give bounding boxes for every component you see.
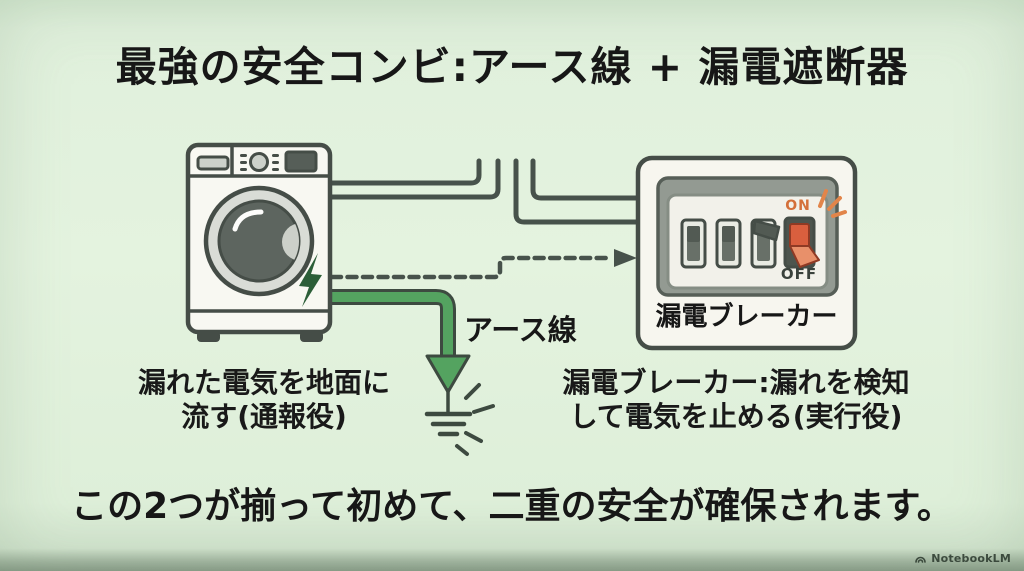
summary-text: この2つが揃って初めて、二重の安全が確保されます。 xyxy=(71,486,953,527)
tripped-breaker-switch xyxy=(783,216,820,269)
control-knob xyxy=(249,152,269,172)
down-arrow-icon xyxy=(425,354,471,394)
earth-wire xyxy=(330,289,471,394)
leak-detection-dashed-arrow xyxy=(329,249,637,280)
ground-symbol xyxy=(424,388,473,437)
caption-line-2: して電気を止める(実行役) xyxy=(569,400,903,434)
breaker-switch-2 xyxy=(715,218,742,269)
notebooklm-watermark: NotebookLM xyxy=(914,552,1011,565)
caption-line-1: 漏れた電気を地面に xyxy=(137,366,390,399)
page-title: 最強の安全コンビ:アース線 + 漏電遮断器 xyxy=(115,43,909,91)
notebooklm-icon xyxy=(915,556,927,563)
power-wires xyxy=(327,158,643,225)
switch-on-label: ON xyxy=(785,198,811,214)
detergent-drawer xyxy=(196,155,230,171)
breaker-panel-illustration xyxy=(635,155,858,351)
trip-spark-icon xyxy=(818,189,847,218)
leak-lightning-icon xyxy=(299,253,322,307)
breaker-caption: 漏電ブレーカー:漏れを検知 して電気を止める(実行役) xyxy=(540,366,932,434)
display-panel xyxy=(284,150,318,173)
breaker-switch-3 xyxy=(750,218,781,269)
machine-foot xyxy=(300,331,323,342)
watermark-label: NotebookLM xyxy=(931,552,1011,565)
washing-machine-illustration xyxy=(185,142,333,342)
arrowhead-icon xyxy=(614,249,637,267)
breaker-switch-1 xyxy=(680,218,707,269)
breaker-panel-label: 漏電ブレーカー xyxy=(655,302,838,332)
control-dots xyxy=(240,154,279,171)
earth-wire-caption: 漏れた電気を地面に 流す(通報役) xyxy=(108,366,420,434)
earth-wire-label: アース線 xyxy=(464,313,577,347)
caption-line-1: 漏電ブレーカー:漏れを検知 xyxy=(562,366,910,399)
machine-foot xyxy=(197,331,220,342)
switch-off-label: OFF xyxy=(780,265,818,283)
ground-spark-icon xyxy=(455,383,495,456)
caption-line-2: 流す(通報役) xyxy=(181,400,347,434)
